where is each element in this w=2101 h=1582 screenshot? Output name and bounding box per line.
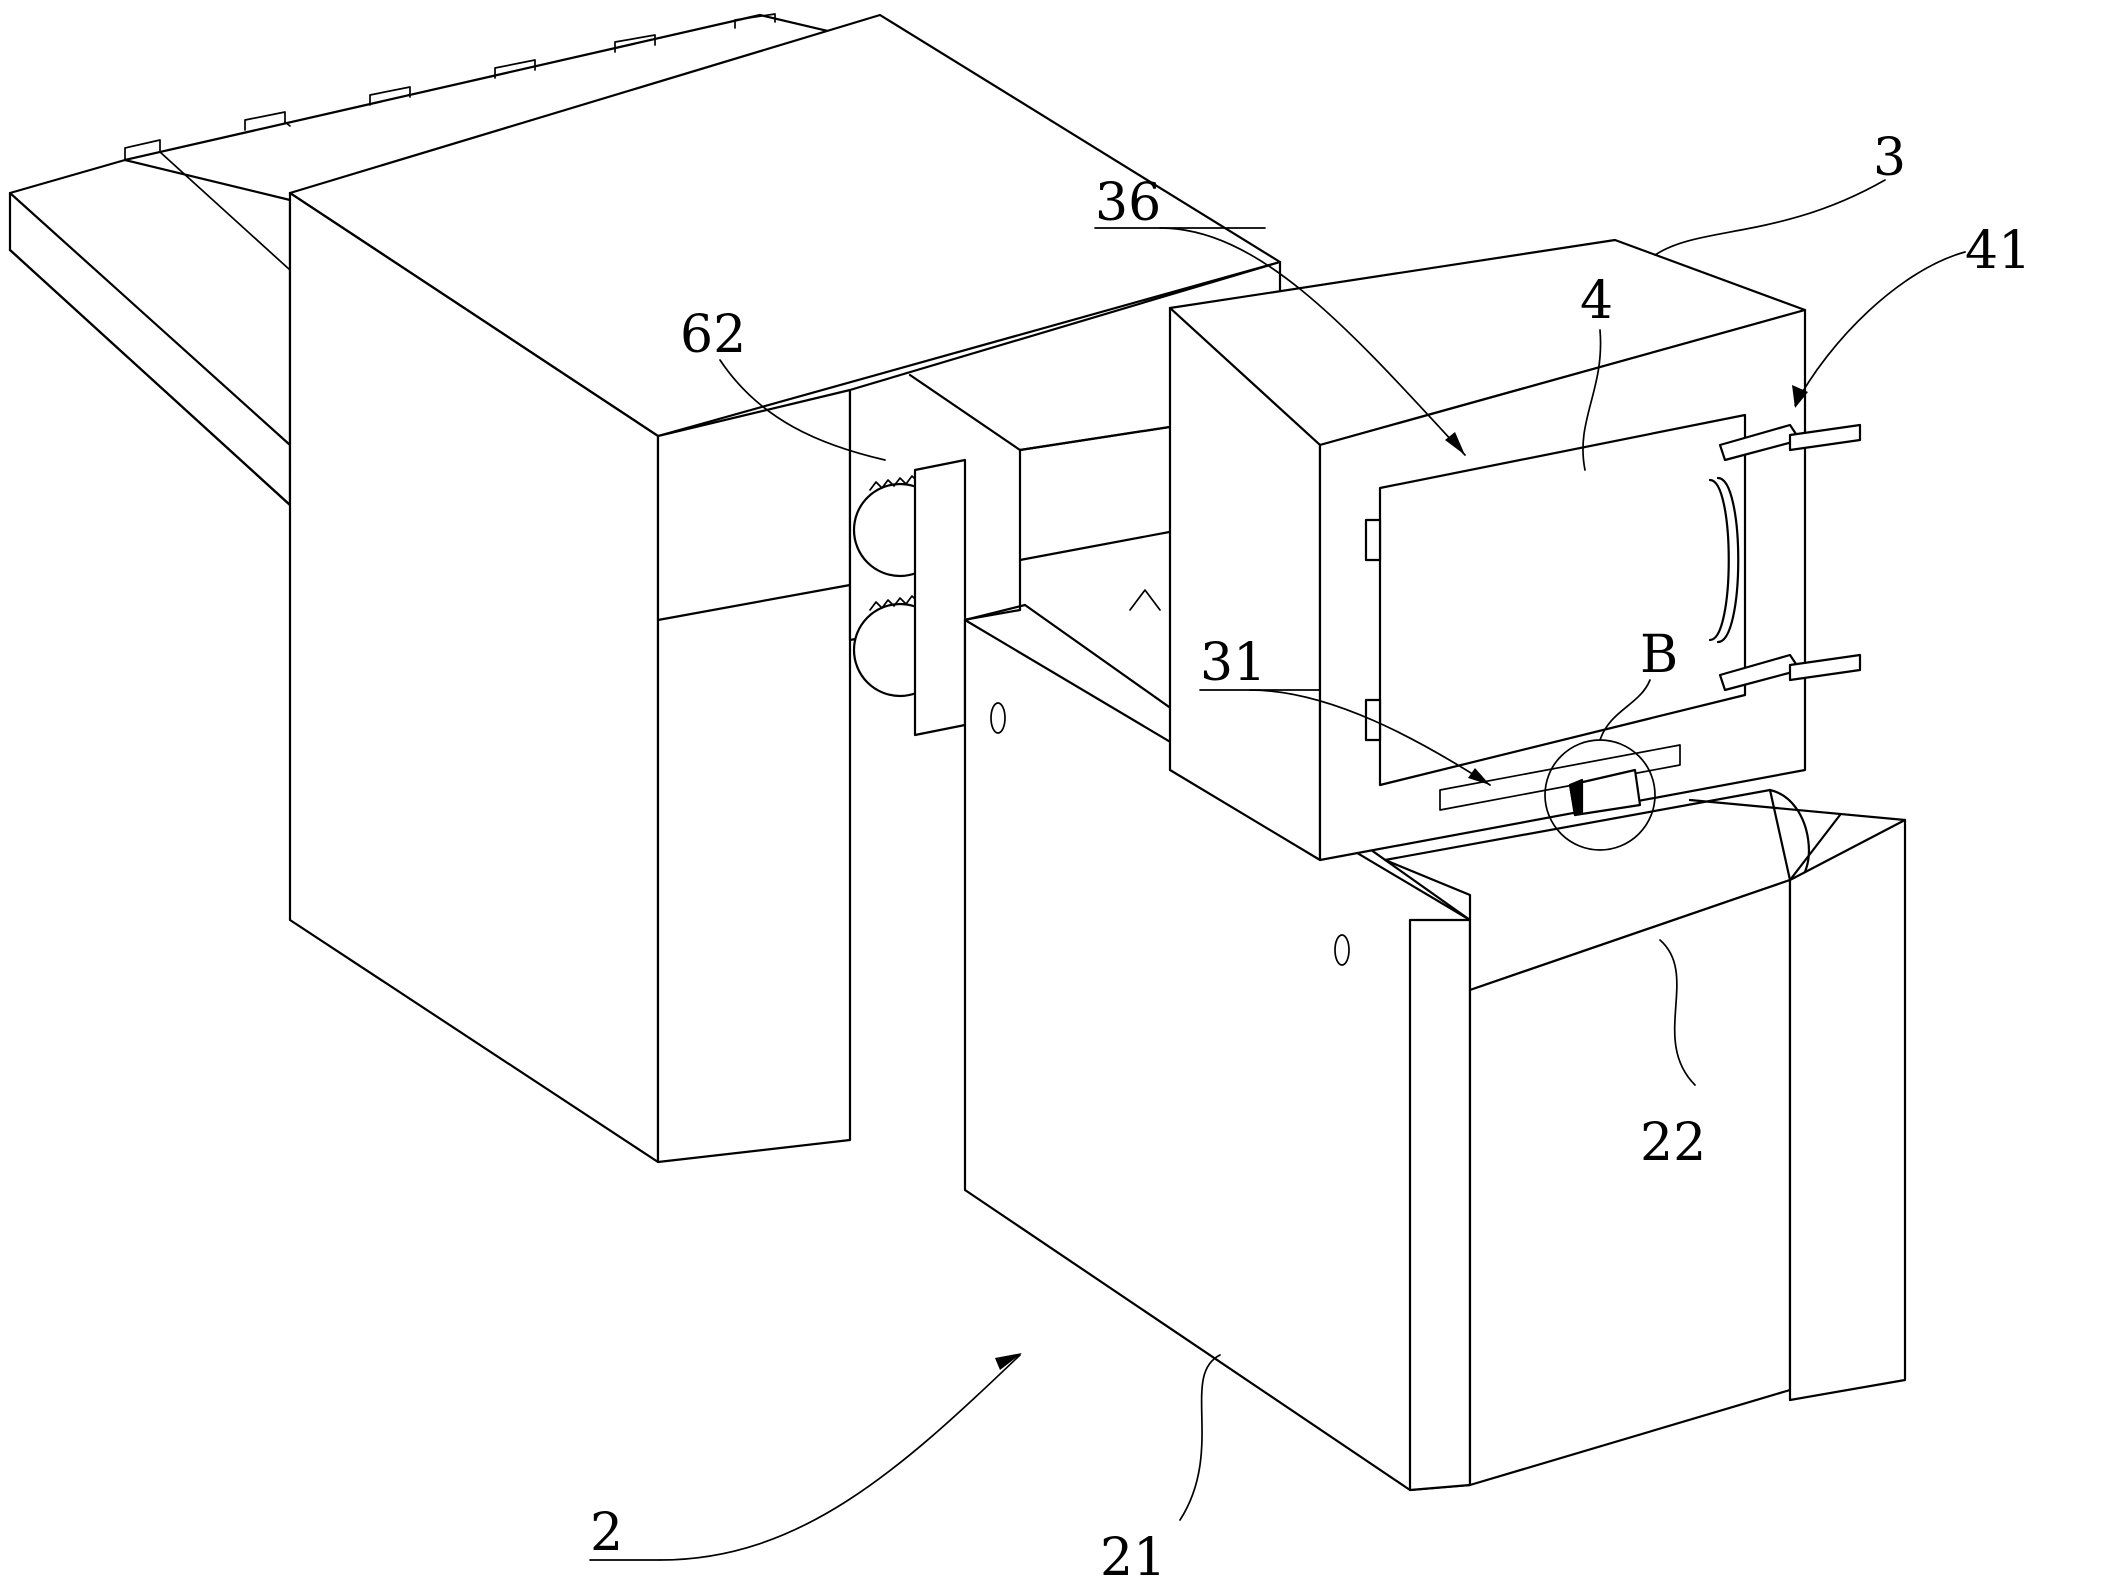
reference-labels: 36 3 41 4 62 31 B 22 21 2 xyxy=(590,128,2031,1582)
rear-slab xyxy=(8,143,292,507)
right-plate xyxy=(1468,798,1907,1487)
label-36: 36 xyxy=(1095,173,1161,233)
label-41: 41 xyxy=(1965,221,2031,281)
label-4: 4 xyxy=(1580,271,1613,331)
gear-pair xyxy=(852,458,967,737)
box-3 xyxy=(1168,238,1807,862)
label-21: 21 xyxy=(1100,1528,1166,1582)
leaders xyxy=(589,179,1966,1561)
main-block xyxy=(288,13,1282,1164)
latches-41 xyxy=(1718,423,1862,692)
label-22: 22 xyxy=(1640,1113,1706,1173)
label-62: 62 xyxy=(680,305,746,365)
label-2: 2 xyxy=(590,1503,623,1563)
plate-21 xyxy=(963,603,1472,1492)
label-3: 3 xyxy=(1873,128,1906,188)
label-31: 31 xyxy=(1200,633,1266,693)
label-b: B xyxy=(1640,625,1678,685)
